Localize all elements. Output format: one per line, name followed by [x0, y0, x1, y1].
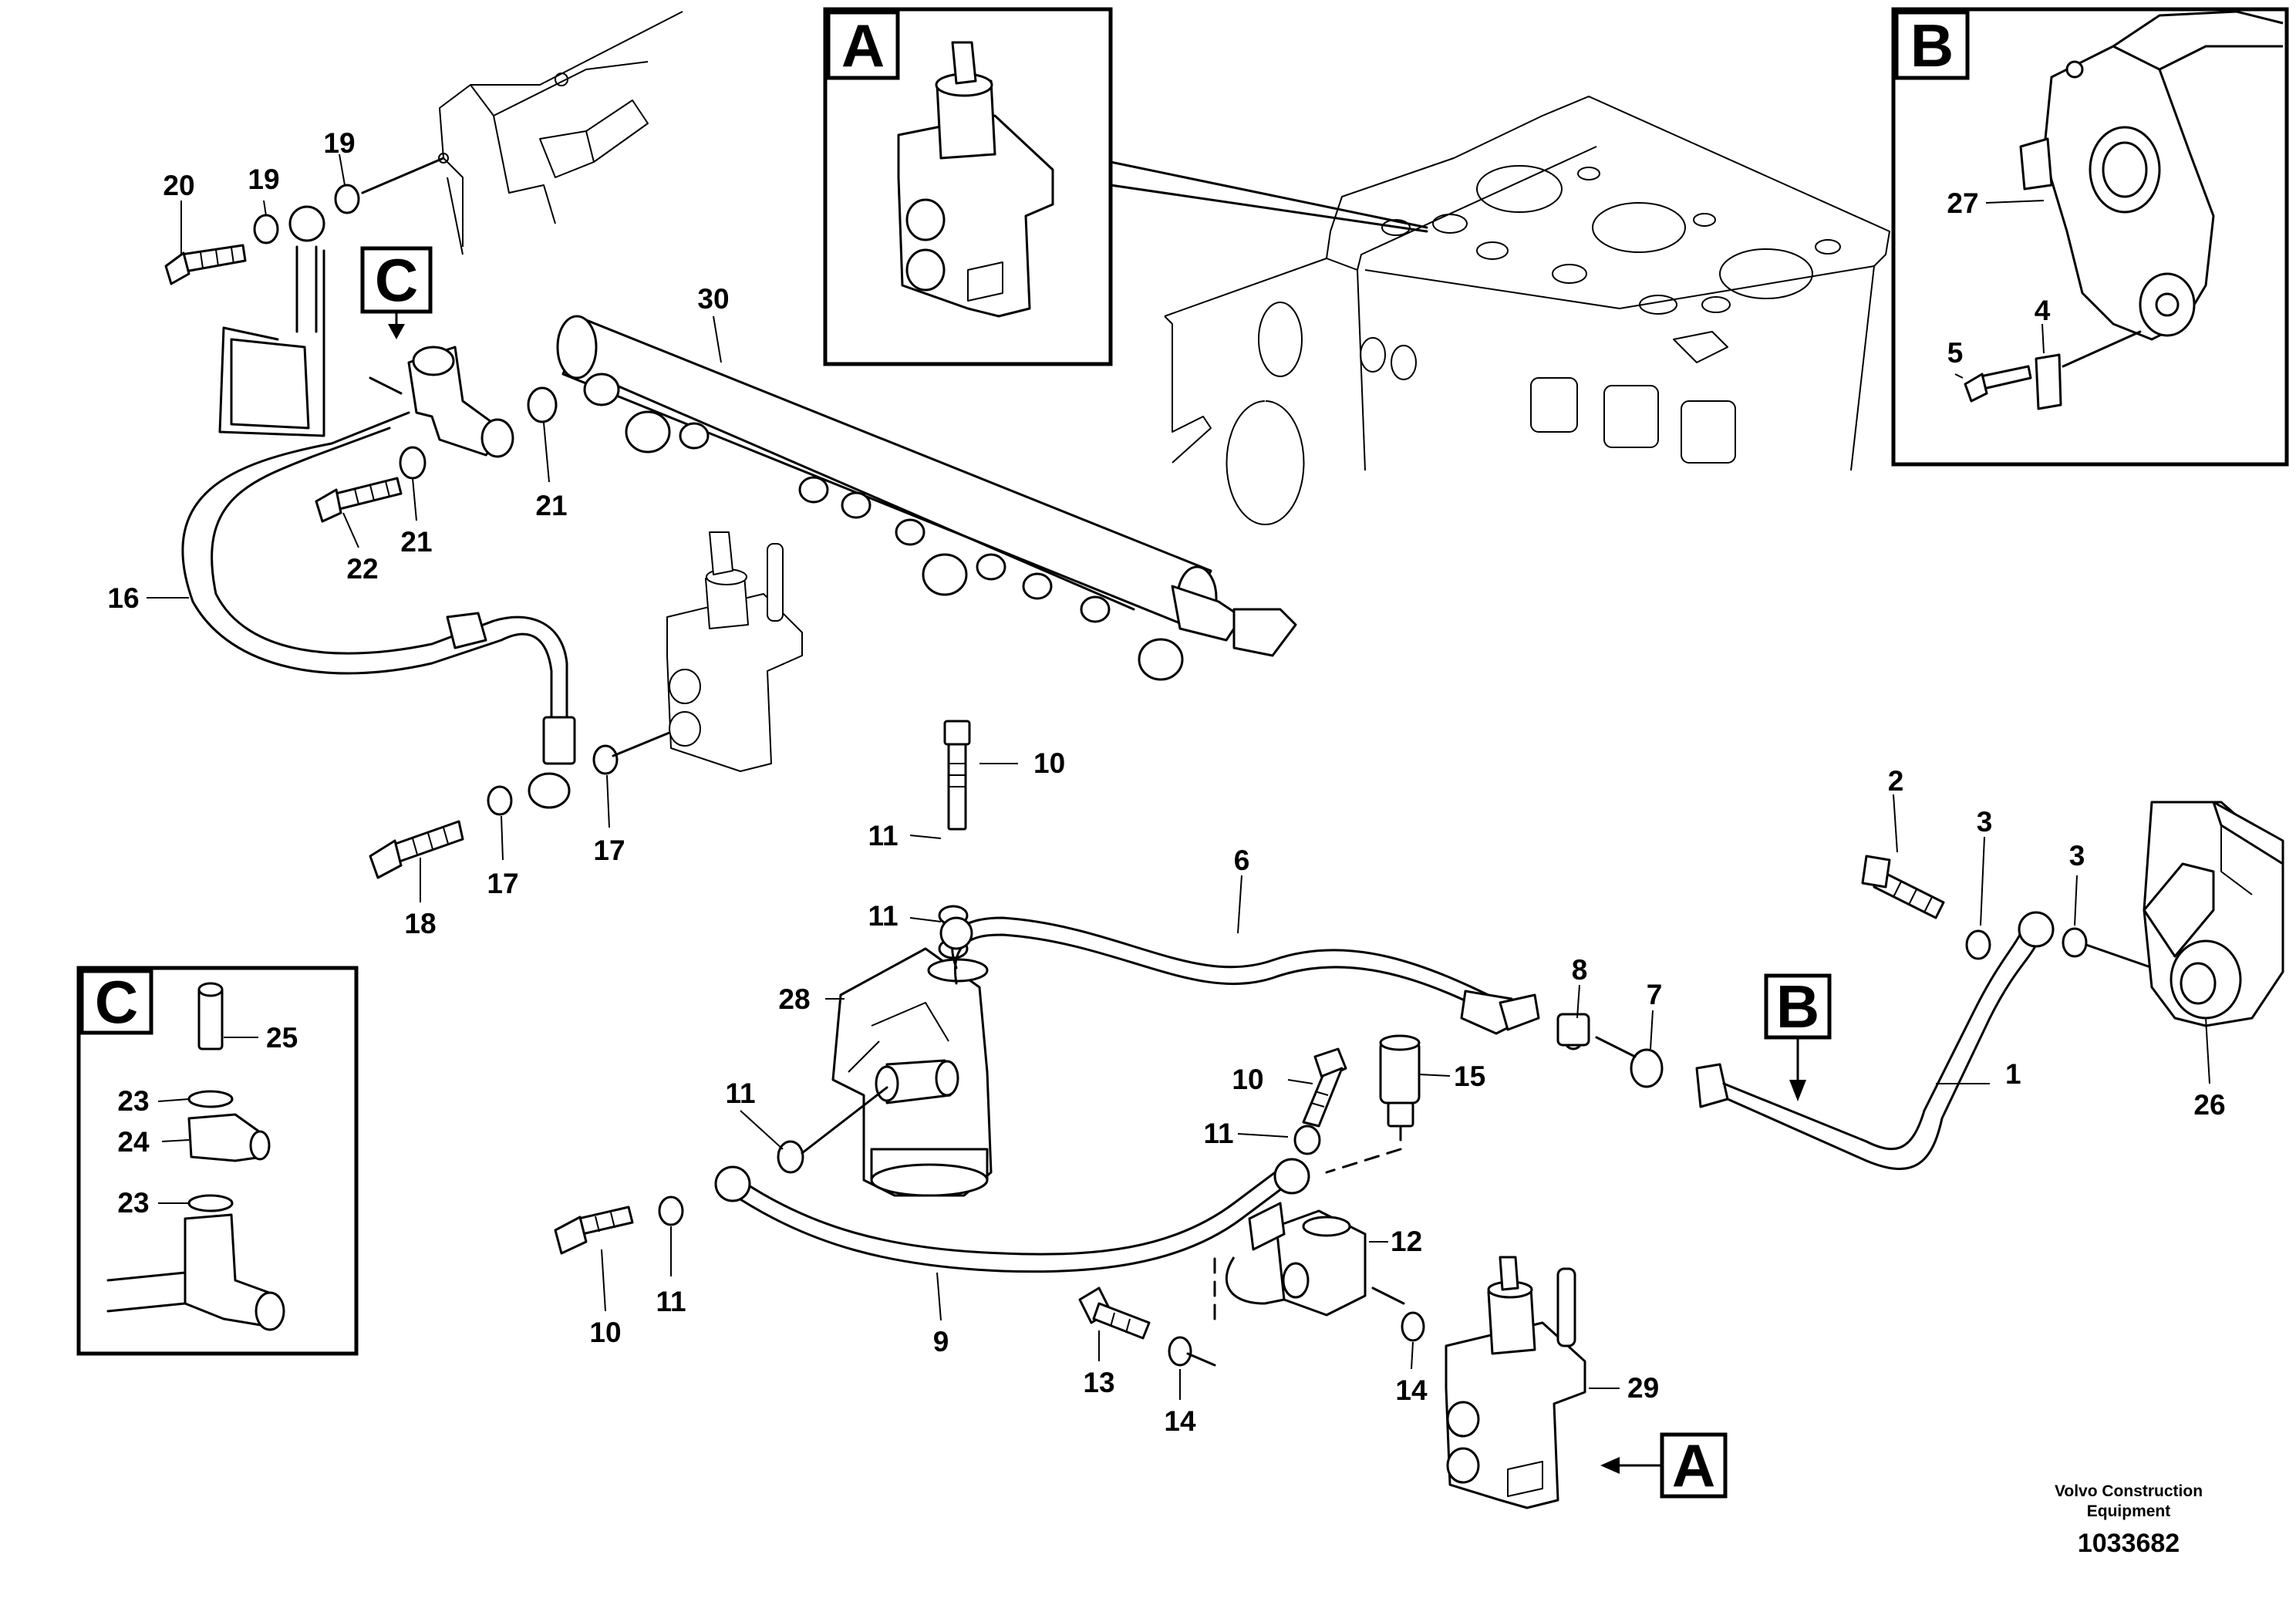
callout-11a: 11 [868, 820, 898, 851]
fuel-filter-housing [831, 905, 993, 1197]
t-piece [369, 346, 558, 480]
fuel-pipe-6 [939, 916, 1664, 1088]
callout-1: 1 [2005, 1058, 2021, 1090]
leader-lines [147, 153, 2210, 1400]
callout-17a: 17 [487, 868, 518, 899]
marker-c-letter: C [375, 246, 418, 314]
callout-19a: 19 [248, 164, 279, 195]
callout-7: 7 [1647, 979, 1663, 1010]
fuel-valve-ghost [666, 531, 803, 772]
callout-21b: 21 [400, 526, 432, 558]
bolt-20 [164, 244, 247, 285]
callout-23a: 23 [117, 1085, 149, 1117]
fuel-pipe-9 [554, 1086, 1321, 1273]
footer-credit: Volvo Construction Equipment 1033682 [2055, 1482, 2203, 1558]
callout-22: 22 [346, 553, 378, 585]
detail-inset-a: A [823, 7, 1428, 366]
sensor-15 [1325, 1034, 1421, 1174]
callout-15: 15 [1454, 1061, 1485, 1092]
fuel-pipe-16 [181, 249, 576, 809]
callout-6: 6 [1234, 845, 1250, 876]
bolt-13 [1078, 1286, 1425, 1367]
callout-20: 20 [163, 170, 194, 201]
callout-29: 29 [1627, 1372, 1659, 1404]
callout-23b: 23 [117, 1187, 149, 1219]
marker-box-a: A [1600, 1431, 1728, 1499]
callout-30: 30 [697, 283, 729, 315]
callout-21a: 21 [535, 490, 567, 521]
inset-a-letter: A [841, 12, 885, 79]
callout-9: 9 [933, 1326, 949, 1357]
bolt-22 [315, 477, 403, 523]
footer-company-line2: Equipment [2087, 1502, 2171, 1520]
callout-14b: 14 [1395, 1374, 1428, 1406]
bolt-10-upper [943, 720, 971, 831]
callout-24: 24 [117, 1126, 150, 1158]
fuel-pump-26 [2143, 801, 2284, 1027]
bolt-18 [369, 727, 680, 879]
inset-c-letter: C [95, 968, 138, 1036]
callout-17b: 17 [593, 835, 625, 866]
callout-11d: 11 [656, 1286, 686, 1317]
footer-company-line1: Volvo Construction [2055, 1482, 2203, 1500]
drawing-number: 1033682 [2078, 1529, 2180, 1558]
marker-box-c: C [360, 246, 433, 339]
bolt-2 [1861, 855, 1945, 919]
marker-b-letter: B [1776, 973, 1819, 1040]
inset-b-letter: B [1910, 12, 1954, 79]
callout-2: 2 [1888, 765, 1904, 797]
marker-a-letter: A [1672, 1431, 1715, 1499]
callout-13: 13 [1083, 1367, 1114, 1398]
detail-inset-c: C [76, 966, 359, 1356]
callout-3a: 3 [1977, 806, 1993, 838]
engine-block-illustration [1164, 96, 1890, 525]
upper-housing-illustration [438, 11, 683, 255]
bolt-10-middle [1302, 1047, 1347, 1128]
fuel-valve-29 [1445, 1256, 1586, 1509]
callout-10-middle: 10 [1232, 1064, 1263, 1095]
callout-18: 18 [404, 908, 436, 939]
callout-10-lower: 10 [589, 1317, 621, 1348]
callout-8: 8 [1572, 954, 1588, 986]
callout-19b: 19 [323, 127, 355, 159]
fuel-pipe-1 [1695, 911, 2176, 1170]
callout-labels: 1 2 3 3 4 5 6 7 8 9 10 10 10 11 11 11 11… [107, 127, 2225, 1437]
callout-26: 26 [2193, 1089, 2225, 1121]
callout-27: 27 [1947, 187, 1978, 219]
callout-4: 4 [2035, 295, 2051, 326]
callout-12: 12 [1391, 1226, 1422, 1257]
adapter-block-12 [1213, 1202, 1405, 1320]
callout-3b: 3 [2069, 840, 2085, 872]
callout-28: 28 [778, 983, 810, 1015]
rail-fittings [530, 373, 1184, 681]
callout-11c: 11 [725, 1077, 755, 1109]
detail-inset-b: B [1891, 7, 2289, 467]
callout-10-upper: 10 [1033, 747, 1065, 779]
upper-feed-pipe [253, 157, 445, 333]
marker-box-b: B [1764, 973, 1832, 1101]
callout-25: 25 [266, 1022, 298, 1054]
callout-14a: 14 [1164, 1405, 1196, 1437]
callout-11e: 11 [1203, 1118, 1233, 1149]
callout-5: 5 [1947, 337, 1964, 369]
callout-16: 16 [107, 582, 139, 614]
callout-11b: 11 [868, 900, 898, 932]
fuel-rail [556, 315, 1297, 657]
